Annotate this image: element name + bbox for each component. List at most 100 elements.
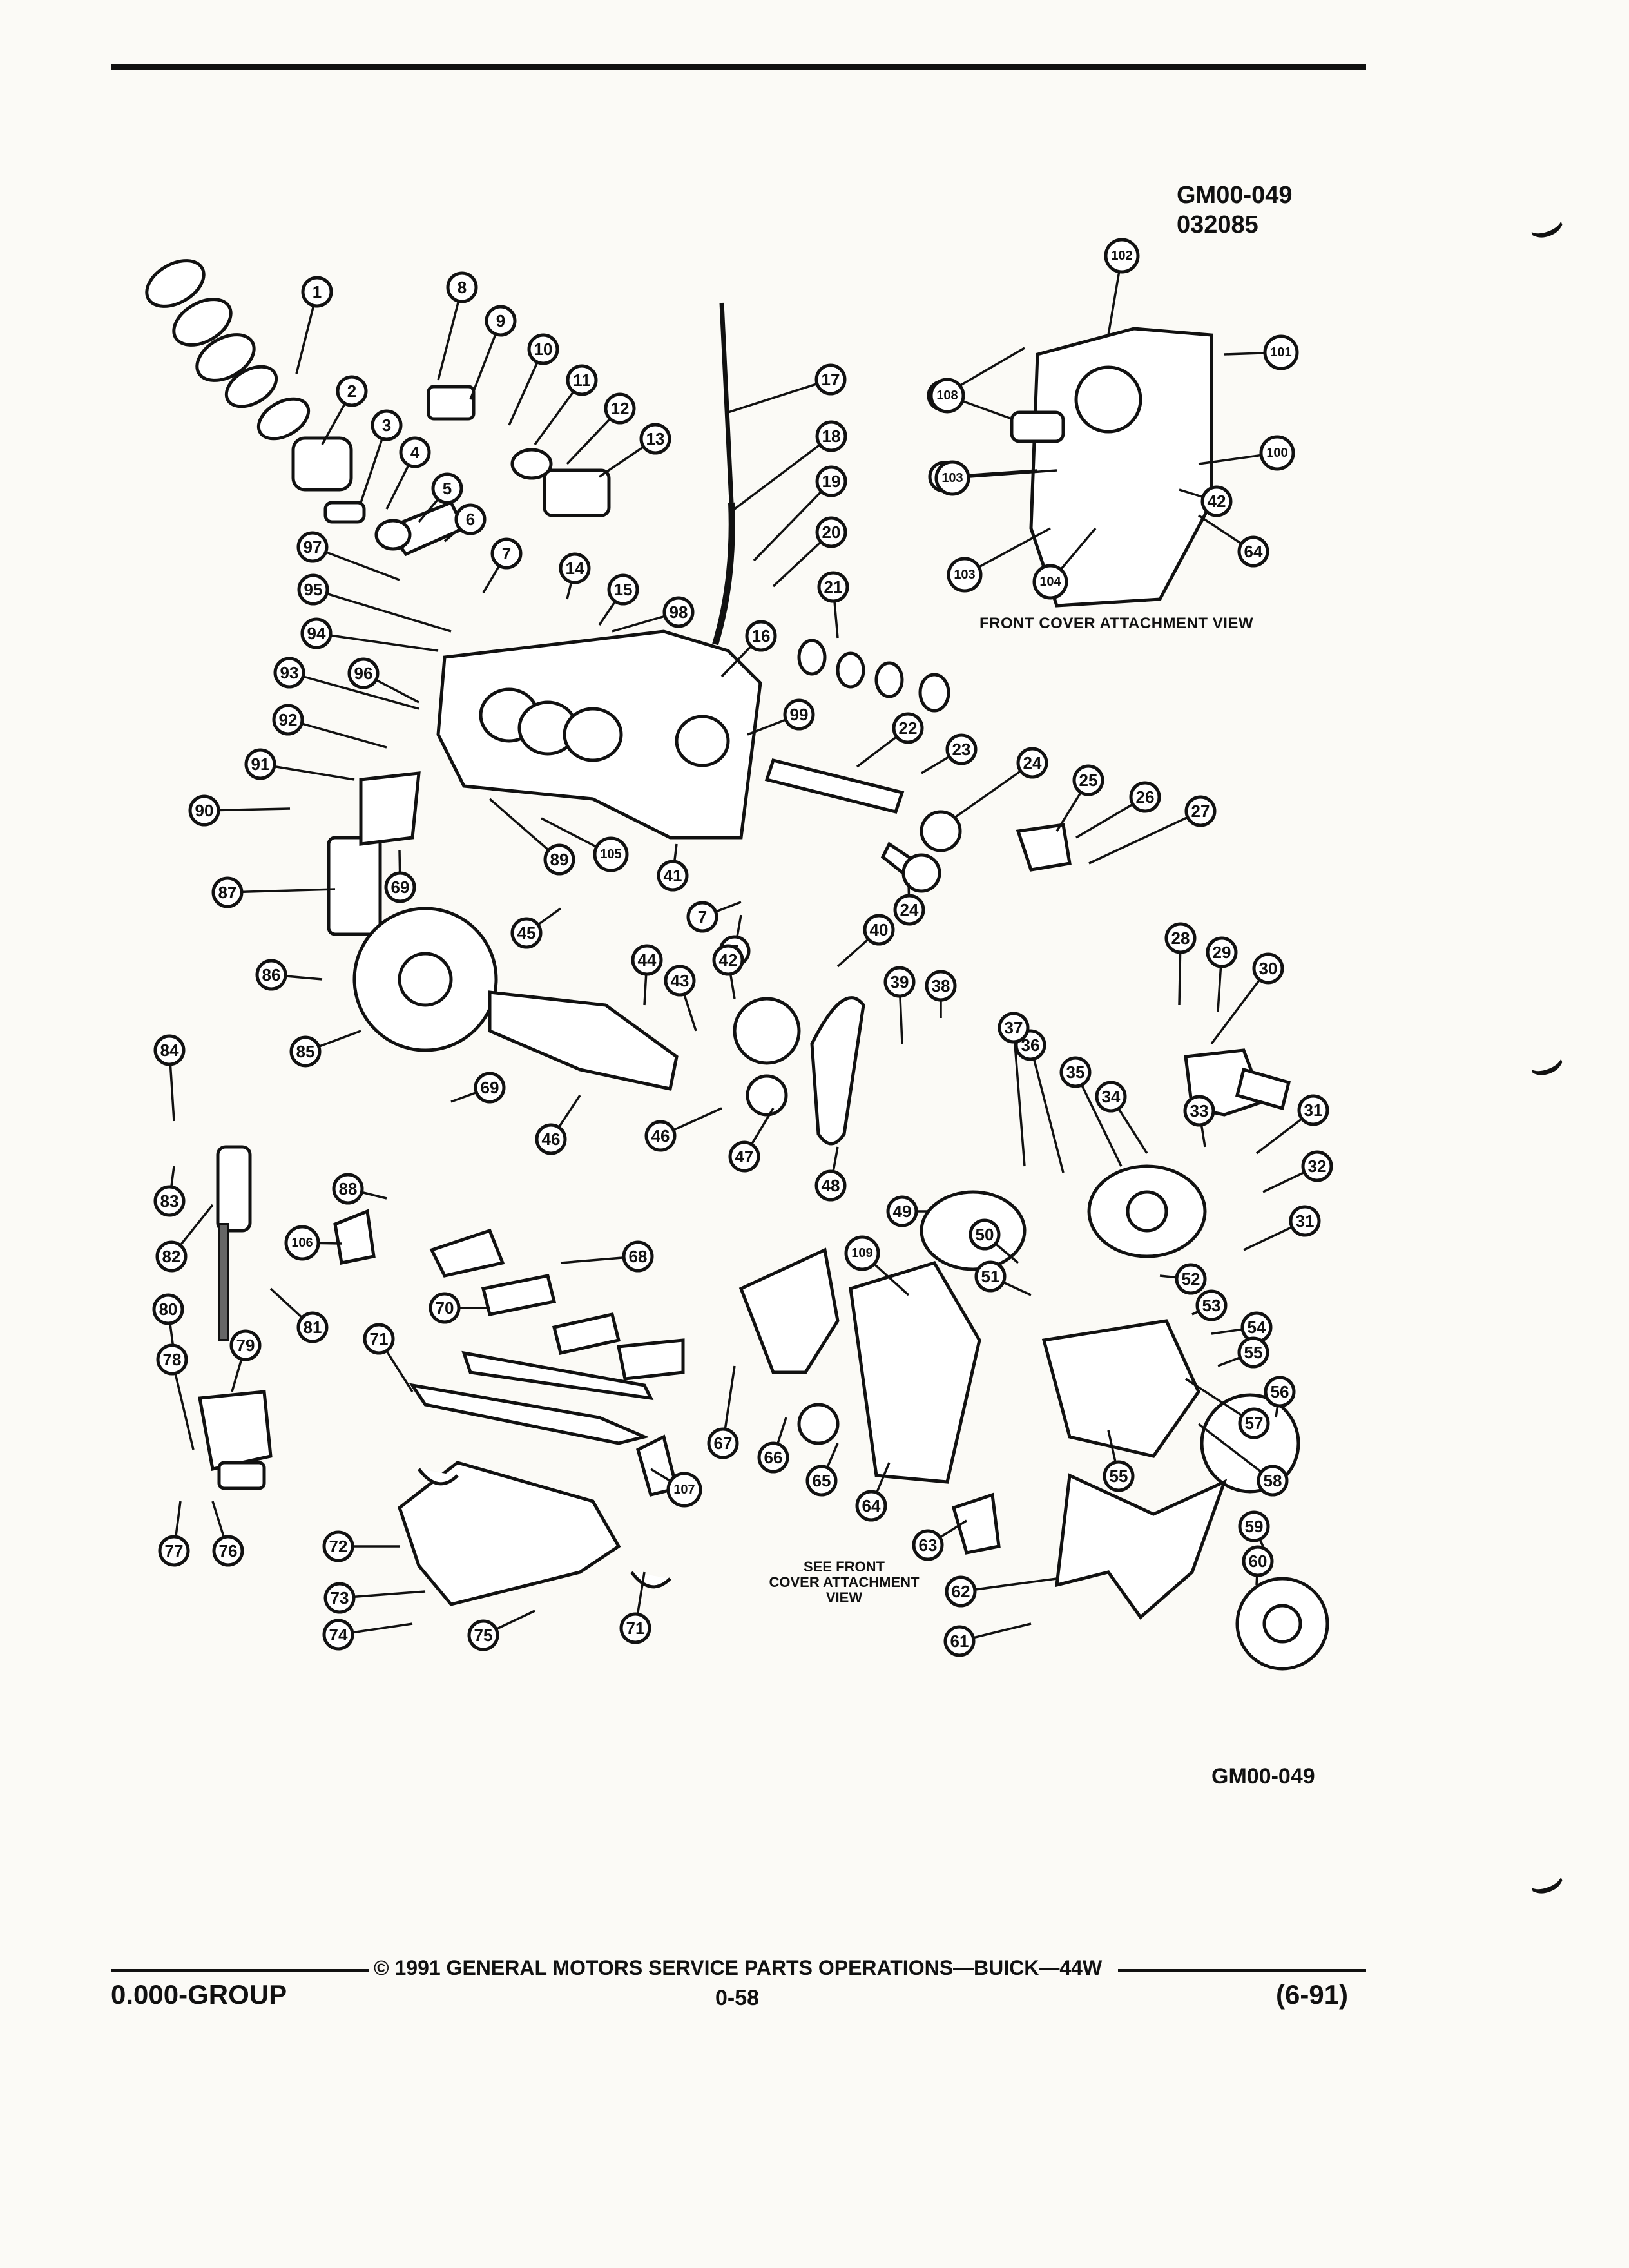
callout-86: 86 [255, 959, 287, 991]
callout-number: 84 [160, 1041, 179, 1060]
callout-26: 26 [1129, 781, 1161, 813]
callout-circle [510, 917, 543, 949]
egr-valve-plate [427, 385, 476, 421]
callout-circle [815, 363, 847, 396]
callout-circle [1238, 1510, 1270, 1542]
callout-61: 61 [943, 1625, 976, 1657]
callout-circle [1242, 1545, 1274, 1577]
callout-circle [527, 333, 559, 365]
water-outlet [1235, 1067, 1291, 1111]
main-bearing-cap [481, 1274, 557, 1316]
callout-number: 27 [1191, 802, 1210, 821]
front-cover-caption: FRONT COVER ATTACHMENT VIEW [979, 615, 1254, 632]
callout-number: 70 [436, 1298, 454, 1318]
callout-circle [322, 1619, 354, 1651]
callout-number: 67 [714, 1434, 733, 1453]
callout-circle [1206, 936, 1238, 968]
figure-id: GM00-049 [1177, 182, 1293, 209]
callout-72: 72 [322, 1530, 354, 1562]
callout-circle [728, 1140, 760, 1173]
see-front-note-line: VIEW [825, 1590, 863, 1606]
callout-circle [296, 531, 329, 563]
piston-ring [195, 333, 256, 382]
callout-leader [227, 888, 336, 894]
callout-number: 101 [1270, 345, 1291, 360]
callout-leader [260, 763, 355, 781]
callout-number: 7 [698, 907, 707, 927]
callout-circle [211, 876, 244, 908]
callout-55: 55 [1237, 1336, 1269, 1369]
callout-circle [535, 1123, 567, 1155]
callout-76: 76 [212, 1535, 244, 1567]
callout-46: 46 [644, 1120, 677, 1152]
callout-circle [945, 1575, 977, 1608]
callout-39: 39 [883, 966, 916, 998]
callout-leader [960, 1577, 1057, 1593]
callout-circle [1195, 1289, 1228, 1321]
callout-circle [474, 1072, 506, 1104]
callout-circle [289, 1035, 322, 1068]
callout-circle [399, 436, 431, 468]
piston [291, 436, 353, 492]
callout-62: 62 [945, 1575, 977, 1608]
callout-105: 105 [593, 836, 629, 872]
callout-circle [156, 1343, 188, 1376]
cam-bearing [918, 673, 950, 713]
callout-25: 25 [1072, 764, 1104, 796]
callout-number: 61 [950, 1631, 969, 1651]
callout-circle [998, 1012, 1030, 1044]
callout-number: 81 [304, 1318, 322, 1337]
callout-number: 103 [954, 568, 975, 582]
callout-103: 103 [934, 460, 970, 496]
callout-number: 50 [976, 1225, 994, 1244]
callout-21: 21 [817, 571, 849, 603]
bracket [951, 1492, 1001, 1555]
callout-7: 7 [490, 537, 523, 570]
callout-number: 40 [870, 920, 889, 939]
callout-number: 13 [646, 429, 665, 448]
callout-28: 28 [1164, 922, 1197, 954]
callout-circle [666, 1472, 702, 1508]
callout-38: 38 [925, 970, 957, 1002]
callout-18: 18 [815, 420, 847, 452]
callout-44: 44 [631, 944, 663, 976]
callout-circle [244, 748, 276, 780]
callout-71: 71 [363, 1323, 395, 1355]
engine-parts-artwork [145, 259, 1329, 1671]
main-bearing-cap [429, 1228, 505, 1278]
callout-circle [805, 1465, 838, 1497]
callout-circle [297, 573, 329, 606]
callout-92: 92 [272, 704, 304, 736]
callout-103: 103 [947, 557, 983, 593]
callout-circle [1129, 781, 1161, 813]
callout-circle [815, 1169, 847, 1202]
callout-95: 95 [297, 573, 329, 606]
rear-main-seal [630, 1571, 671, 1589]
callout-circle [1237, 1336, 1269, 1369]
callout-109: 109 [844, 1235, 880, 1271]
callout-64: 64 [1237, 535, 1269, 568]
callout-number: 66 [764, 1448, 783, 1467]
callout-number: 42 [1208, 492, 1226, 511]
callout-73: 73 [323, 1582, 356, 1614]
callout-number: 25 [1079, 771, 1098, 790]
callout-27: 27 [1184, 795, 1217, 827]
callout-number: 21 [824, 577, 843, 597]
crank-pulley-hub [1126, 1190, 1168, 1233]
callout-circle [363, 1323, 395, 1355]
callout-47: 47 [728, 1140, 760, 1173]
callout-number: 97 [304, 537, 322, 557]
piston-ring [224, 365, 278, 408]
callout-number: 10 [534, 340, 553, 359]
callout-number: 63 [919, 1535, 938, 1555]
callout-number: 28 [1171, 928, 1190, 948]
callout-number: 20 [822, 523, 841, 542]
callout-circle [815, 516, 847, 548]
callout-circle [1059, 1056, 1092, 1088]
callout-number: 57 [1245, 1414, 1264, 1433]
callout-number: 55 [1110, 1466, 1128, 1486]
thrust-plate [1016, 823, 1072, 872]
callout-number: 44 [638, 950, 657, 970]
callout-number: 9 [496, 311, 505, 331]
callout-circle [485, 305, 517, 337]
